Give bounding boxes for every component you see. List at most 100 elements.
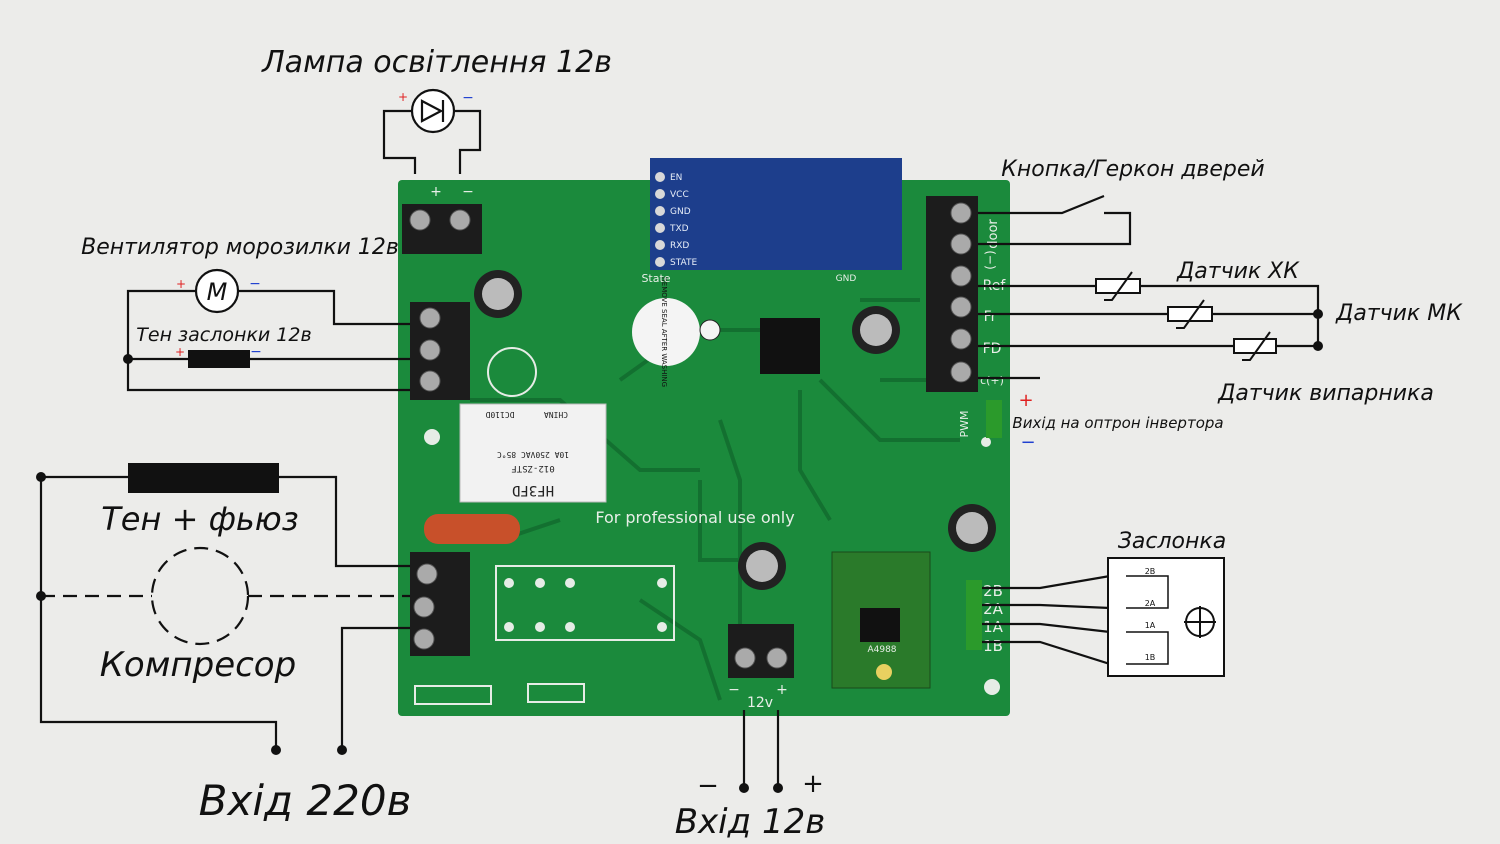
heater-element: [188, 350, 250, 368]
heater-plus: +: [175, 345, 185, 359]
silk-gnd: GND: [836, 274, 857, 284]
mounting-hole: [981, 437, 991, 447]
relay-brand: HF3FD: [512, 482, 554, 498]
thermistor-icon: [1233, 331, 1277, 361]
bt-pin-pad: [655, 240, 665, 250]
screw: [449, 209, 471, 231]
bt-pin-pad: [655, 206, 665, 216]
motor-coil-icon: [1126, 575, 1169, 665]
silk-plus: +: [430, 184, 442, 200]
capacitor: [474, 270, 522, 318]
footprint-pads: [504, 578, 667, 632]
silk-1a: 1A: [983, 618, 1004, 636]
relay-code: DC110D: [485, 410, 514, 419]
label-compressor: Компресор: [100, 645, 296, 685]
lamp-plus: +: [398, 90, 408, 104]
screw: [734, 647, 756, 669]
mounting-hole: [984, 679, 1000, 695]
label-heater-fuse: Тен + фьюз: [101, 500, 298, 538]
bt-pin-pad: [655, 172, 665, 182]
silk-fr: Fr: [984, 309, 997, 325]
buzzer-text: REMOVE SEAL AFTER WASHING: [660, 277, 668, 387]
input12-minus: −: [697, 771, 719, 801]
relay: HF3FD 012-ZSTF 10A 250VAC 85°C DC110D CH…: [459, 403, 607, 503]
screw: [413, 596, 435, 618]
label-lamp: Лампа освітлення 12в: [261, 45, 612, 80]
screw: [419, 339, 441, 361]
silk-2a: 2A: [983, 600, 1004, 618]
bt-board: [650, 158, 902, 270]
silk-state: State: [641, 272, 670, 285]
bt-pin-list: EN VCC GND TXD RXD STATE: [655, 172, 697, 268]
label-fan: Вентилятор морозилки 12в: [81, 235, 399, 260]
relay-rating: 10A 250VAC 85°C: [497, 450, 569, 459]
silk-1b: 1B: [983, 637, 1003, 655]
fuse: [424, 514, 520, 544]
bt-pin-label-en: EN: [670, 173, 682, 183]
label-input-220: Вхід 220в: [199, 776, 412, 825]
silk-door: door: [986, 219, 1001, 249]
stepper-motor-box: [1107, 557, 1225, 677]
heater-minus: −: [250, 344, 262, 360]
coil-label-2a: 2A: [1145, 599, 1156, 608]
stepper-header: [966, 580, 982, 650]
capacitor: [738, 542, 786, 590]
silk-plus: +: [776, 682, 788, 698]
label-damper: Заслонка: [1118, 529, 1226, 554]
label-optron: Вихід на оптрон інвертора: [1012, 414, 1223, 432]
heater-fuse-element: [128, 463, 279, 493]
diode-symbol-icon: [410, 88, 456, 134]
label-door-button: Кнопка/Геркон дверей: [1001, 157, 1264, 182]
compressor-icon: [150, 546, 250, 646]
bt-pin-label-gnd: GND: [670, 207, 691, 217]
silk-2b: 2B: [983, 582, 1003, 600]
silk-professional: For professional use only: [595, 508, 794, 527]
label-damper-heater: Тен заслонки 12в: [136, 324, 311, 346]
power-220-circuit: Тен + фьюз Компресор Вхід 220в: [36, 463, 411, 825]
fan-minus: −: [249, 276, 261, 292]
motor-shaft-icon: [1184, 606, 1216, 638]
bt-pin-label-rxd: RXD: [670, 241, 689, 251]
relay-country: CHINA: [544, 410, 568, 419]
stepper-driver: A4988: [831, 551, 931, 689]
sensor-circuit: Датчик ХК Датчик МК Датчик випарника: [978, 259, 1463, 406]
screw: [419, 370, 441, 392]
screw: [409, 209, 431, 231]
capacitor: [852, 306, 900, 354]
lamp-circuit: + − Лампа освітлення 12в: [261, 45, 612, 174]
thermistor-icon: [1095, 271, 1141, 301]
optron-minus: −: [1020, 432, 1035, 453]
label-sensor-mk: Датчик МК: [1335, 301, 1463, 326]
optron-output: + − Вихід на оптрон інвертора: [1012, 390, 1223, 453]
thermistor-icon: [1167, 299, 1213, 329]
mounting-hole: [424, 429, 440, 445]
label-sensor-xk: Датчик ХК: [1176, 259, 1300, 284]
damper-circuit: 2B 2A 1A 1B Заслонка: [982, 529, 1226, 677]
driver-label: A4988: [867, 645, 896, 655]
silk-12v: 12v: [747, 695, 773, 711]
silk-minus: −: [462, 184, 474, 200]
screw: [766, 647, 788, 669]
capacitor: [948, 504, 996, 552]
fan-circuit: M + − + − Вентилятор морозилки 12в Тен з…: [81, 235, 410, 392]
label-input-12: Вхід 12в: [675, 802, 826, 842]
motor-icon: [194, 268, 240, 314]
screw: [413, 628, 435, 650]
bt-pin-label-state: STATE: [670, 258, 697, 268]
silk-box: [414, 685, 492, 705]
silk-cplus: c(+): [980, 374, 1004, 387]
bt-pin-pad: [655, 189, 665, 199]
terminal-sensors: [926, 196, 978, 392]
coil-label-1b: 1B: [1145, 653, 1156, 662]
bt-pin-label-vcc: VCC: [670, 190, 689, 200]
door-switch-circuit: Кнопка/Геркон дверей: [978, 157, 1265, 246]
capacitor-footprint: [487, 347, 537, 397]
bt-pin-pad: [655, 257, 665, 267]
silk-fd: FD: [983, 341, 1002, 357]
optron-plus: +: [1018, 390, 1033, 411]
pcb-board: + − REMOVE SEAL AFTER WASHING: [398, 180, 1010, 716]
silk-box: [527, 683, 585, 703]
silk-minus: −: [728, 682, 740, 698]
bt-pin-label-txd: TXD: [669, 224, 689, 234]
